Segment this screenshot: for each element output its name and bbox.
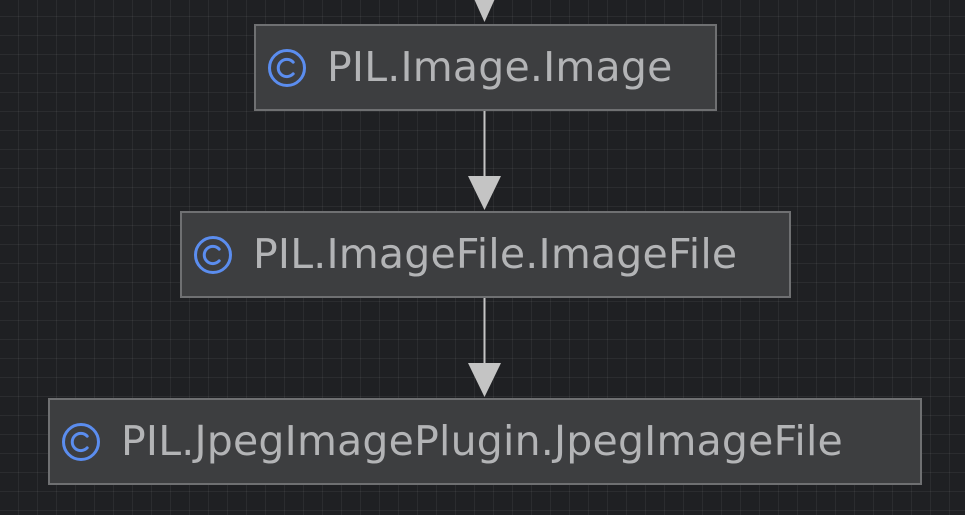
class-name: PIL.Image.Image <box>327 43 673 91</box>
arrowhead <box>468 176 501 210</box>
class-node-pil-jpegimageplugin-jpegimagefile[interactable]: PIL.JpegImagePlugin.JpegImageFile <box>48 398 922 485</box>
class-node-pil-image-image[interactable]: PIL.Image.Image <box>254 24 717 111</box>
edge-imagefile-to-jpeg <box>468 298 501 397</box>
class-name: PIL.ImageFile.ImageFile <box>253 230 738 278</box>
edge-image-to-imagefile <box>468 111 501 210</box>
arrowhead <box>474 0 495 22</box>
class-c-icon <box>194 235 232 274</box>
arrowhead <box>468 363 501 397</box>
class-name: PIL.JpegImagePlugin.JpegImageFile <box>121 417 843 465</box>
edge-offscreen-to-image <box>474 0 495 22</box>
class-node-pil-imagefile-imagefile[interactable]: PIL.ImageFile.ImageFile <box>180 211 791 298</box>
class-c-icon <box>268 48 306 87</box>
class-c-icon <box>62 422 100 461</box>
